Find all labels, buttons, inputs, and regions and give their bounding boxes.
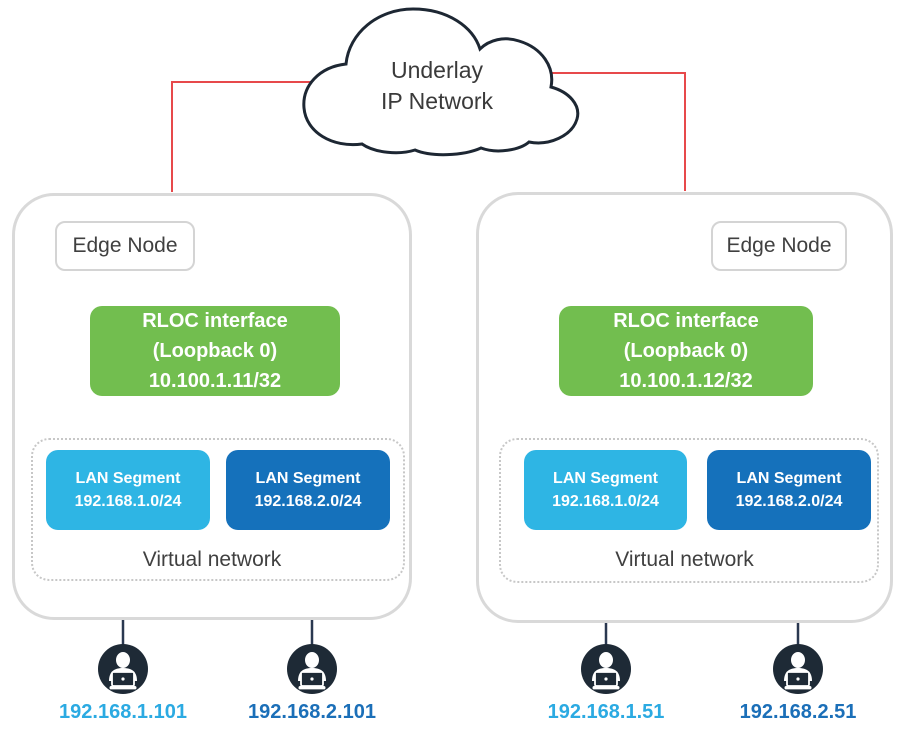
user-laptop-icon-1	[97, 643, 149, 695]
virtual-network-label-left: Virtual network	[142, 548, 282, 571]
rloc-interface-box-right: RLOC interface (Loopback 0) 10.100.1.12/…	[559, 306, 813, 396]
rloc-right-line3: 10.100.1.12/32	[619, 370, 753, 392]
virtual-network-container-right	[499, 438, 879, 583]
rloc-right-line2: (Loopback 0)	[623, 340, 749, 362]
endpoint-ip-3: 192.168.1.51	[547, 701, 665, 723]
endpoint-ip-1: 192.168.1.101	[59, 701, 187, 723]
virtual-network-container-left	[31, 438, 405, 581]
cloud-label-line1: Underlay	[390, 57, 484, 83]
edge-node-left-title: Edge Node	[55, 221, 195, 271]
underlay-cloud-shape	[302, 7, 580, 157]
cloud-label-line2: IP Network	[380, 88, 494, 114]
user-laptop-icon-2	[286, 643, 338, 695]
lan-segment-subnet: 192.168.2.0/24	[735, 493, 843, 510]
rloc-left-line2: (Loopback 0)	[152, 340, 278, 362]
lan-segment-left-2: LAN Segment 192.168.2.0/24	[226, 450, 390, 530]
underlay-link-left	[171, 81, 325, 192]
lan-segment-left-1: LAN Segment 192.168.1.0/24	[46, 450, 210, 530]
lan-segment-subnet: 192.168.2.0/24	[254, 493, 362, 510]
edge-node-right: Edge Node RLOC interface (Loopback 0) 10…	[476, 192, 893, 623]
edge-node-right-title: Edge Node	[711, 221, 847, 271]
edge-node-left: Edge Node RLOC interface (Loopback 0) 10…	[12, 193, 412, 620]
underlay-cloud-label: Underlay IP Network	[317, 55, 557, 117]
user-laptop-icon-3	[580, 643, 632, 695]
rloc-left-line3: 10.100.1.11/32	[148, 370, 282, 392]
lan-segment-label: LAN Segment	[75, 470, 181, 487]
endpoint-ip-4: 192.168.2.51	[739, 701, 857, 723]
lan-segment-right-1: LAN Segment 192.168.1.0/24	[524, 450, 687, 530]
lan-segment-label: LAN Segment	[255, 470, 361, 487]
lan-segment-label: LAN Segment	[736, 470, 842, 487]
rloc-interface-box-left: RLOC interface (Loopback 0) 10.100.1.11/…	[90, 306, 340, 396]
user-laptop-icon-4	[772, 643, 824, 695]
virtual-network-label-right: Virtual network	[615, 548, 754, 571]
endpoint-ip-2: 192.168.2.101	[248, 701, 376, 723]
underlay-link-right	[543, 72, 686, 191]
lan-segment-label: LAN Segment	[553, 470, 658, 487]
rloc-right-line1: RLOC interface	[613, 310, 759, 332]
lan-segment-right-2: LAN Segment 192.168.2.0/24	[707, 450, 871, 530]
rloc-left-line1: RLOC interface	[142, 310, 288, 332]
lan-segment-subnet: 192.168.1.0/24	[552, 493, 659, 510]
lan-segment-subnet: 192.168.1.0/24	[74, 493, 182, 510]
